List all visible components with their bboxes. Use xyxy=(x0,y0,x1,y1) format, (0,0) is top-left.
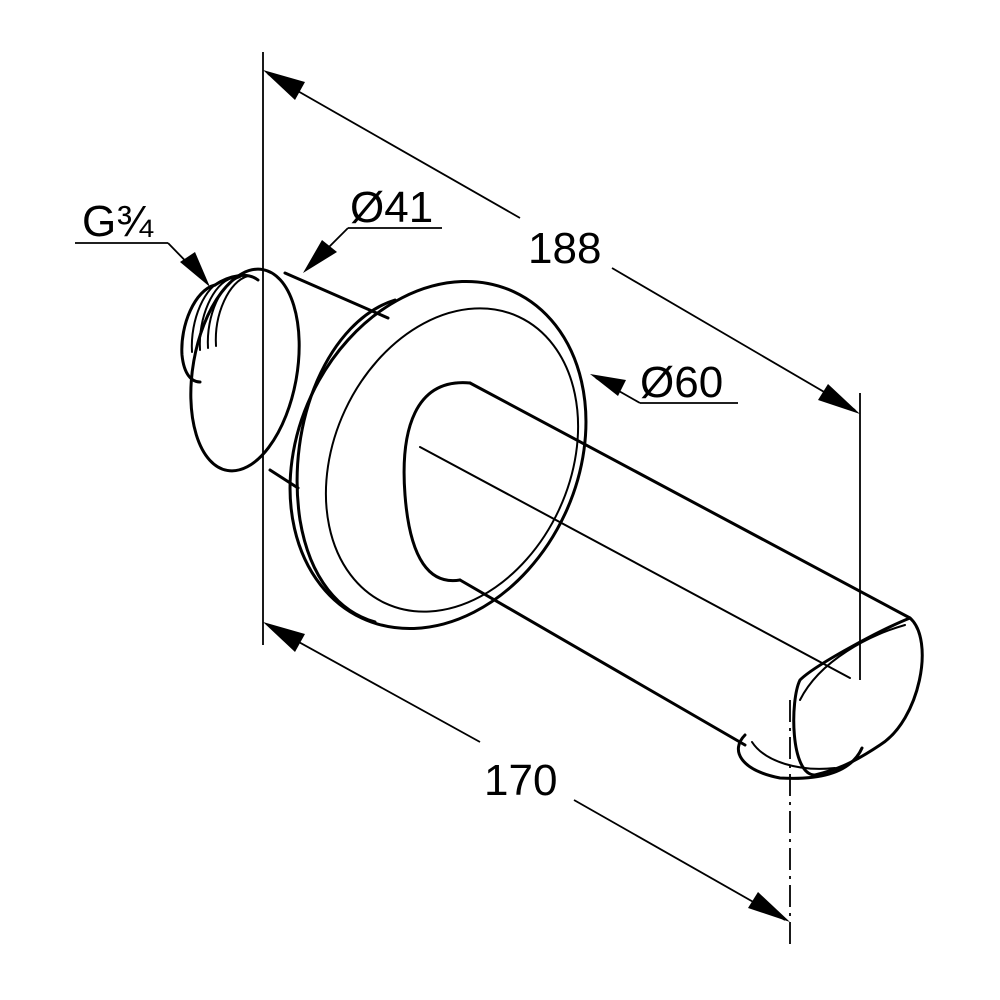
thread-cap xyxy=(213,273,260,287)
shower-arm-body xyxy=(180,267,924,780)
rosette-back-edge xyxy=(295,298,397,624)
pipe-inner-end xyxy=(402,381,472,583)
wall-pipe-top-edge xyxy=(283,271,390,320)
outlet-face-outer xyxy=(792,616,924,777)
arrowhead-rosette xyxy=(590,374,626,396)
thread-connector xyxy=(180,273,260,384)
thread-outline xyxy=(180,283,217,384)
thread-ridge-4 xyxy=(214,275,249,347)
pipe-top-edge xyxy=(468,381,912,620)
dimension-line-188-b xyxy=(611,267,856,411)
arrowhead-thread xyxy=(180,252,210,287)
labels: G¾ Ø41 188 Ø60 170 xyxy=(82,183,723,805)
arrowhead-188-end xyxy=(818,384,860,414)
wall-pipe-bottom-edge xyxy=(268,468,300,490)
outlet-nozzle xyxy=(736,733,864,780)
pipe-highlight-line xyxy=(419,446,851,679)
dimension-line-170-b xyxy=(573,799,786,921)
label-length-overall: 188 xyxy=(528,224,601,273)
pipe-bottom-edge xyxy=(458,578,747,747)
arrowhead-170-start xyxy=(263,622,305,652)
label-diameter-pipe: Ø41 xyxy=(350,183,433,232)
dimension-line-188-a xyxy=(267,73,521,219)
rosette-inner-rim xyxy=(324,307,580,613)
label-length-projection: 170 xyxy=(484,756,557,805)
arrowhead-170-end xyxy=(748,892,790,922)
outlet-nozzle-inner xyxy=(751,741,836,770)
arrowhead-pipe xyxy=(303,240,337,273)
thread-ridge-3 xyxy=(206,276,241,349)
wall-pipe-end xyxy=(189,267,301,473)
arrowhead-188-start xyxy=(263,70,305,100)
label-diameter-rosette: Ø60 xyxy=(640,358,723,407)
outlet-face-inner xyxy=(799,624,906,701)
label-thread: G¾ xyxy=(82,197,154,246)
dimension-lines xyxy=(75,52,861,948)
dimension-line-170-a xyxy=(267,624,481,743)
